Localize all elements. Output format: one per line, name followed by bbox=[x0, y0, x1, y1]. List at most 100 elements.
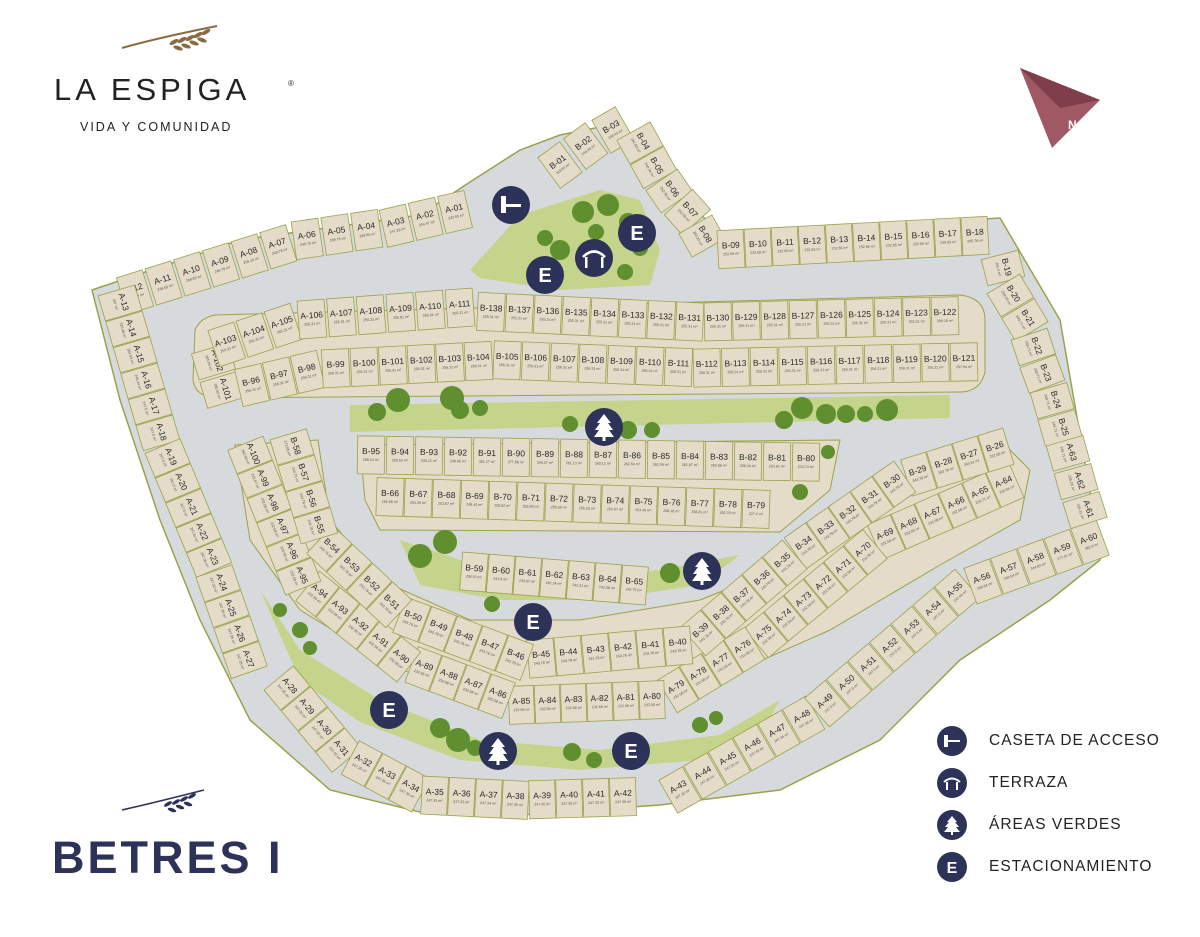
lot-parcel[interactable] bbox=[805, 506, 850, 555]
lot-parcel[interactable] bbox=[825, 661, 873, 709]
lot-parcel[interactable] bbox=[733, 441, 763, 481]
lot-parcel[interactable] bbox=[951, 435, 989, 481]
lot-parcel[interactable] bbox=[823, 545, 868, 592]
lot-parcel[interactable] bbox=[549, 342, 579, 383]
parking-icon[interactable]: E bbox=[514, 603, 552, 641]
lot-parcel[interactable] bbox=[849, 476, 895, 524]
lot-parcel[interactable] bbox=[741, 556, 788, 604]
lot-parcel[interactable] bbox=[297, 706, 345, 753]
lot-parcel[interactable] bbox=[685, 487, 715, 528]
lot-parcel[interactable] bbox=[680, 609, 726, 657]
lot-parcel[interactable] bbox=[555, 778, 584, 819]
lot-parcel[interactable] bbox=[783, 578, 828, 626]
lot-parcel[interactable] bbox=[890, 503, 930, 550]
lot-parcel[interactable] bbox=[902, 296, 931, 337]
lot-parcel[interactable] bbox=[762, 539, 808, 587]
lot-parcel[interactable] bbox=[443, 436, 473, 477]
lot-parcel[interactable] bbox=[906, 218, 936, 259]
lot-parcel[interactable] bbox=[770, 226, 800, 267]
lot-parcel[interactable] bbox=[349, 346, 380, 387]
lot-parcel[interactable] bbox=[656, 486, 687, 527]
lot-parcel[interactable] bbox=[376, 635, 422, 683]
tree-icon[interactable] bbox=[683, 552, 721, 590]
lot-parcel[interactable] bbox=[463, 341, 494, 382]
lot-parcel[interactable] bbox=[444, 287, 476, 329]
lot-parcel[interactable] bbox=[474, 778, 503, 819]
lot-parcel[interactable] bbox=[275, 557, 322, 596]
lot-parcel[interactable] bbox=[608, 630, 639, 672]
lot-parcel[interactable] bbox=[803, 562, 848, 609]
lot-parcel[interactable] bbox=[723, 626, 766, 673]
lot-parcel[interactable] bbox=[707, 737, 752, 786]
lot-parcel[interactable] bbox=[890, 605, 937, 654]
lot-parcel[interactable] bbox=[700, 592, 747, 639]
lot-parcel[interactable] bbox=[269, 428, 315, 466]
lot-parcel[interactable] bbox=[704, 440, 734, 481]
lot-parcel[interactable] bbox=[501, 437, 531, 477]
lot-parcel[interactable] bbox=[112, 336, 158, 374]
lot-parcel[interactable] bbox=[259, 224, 298, 270]
lot-parcel[interactable] bbox=[280, 686, 328, 732]
parking-icon[interactable]: E bbox=[370, 691, 408, 729]
lot-parcel[interactable] bbox=[459, 551, 489, 593]
lot-parcel[interactable] bbox=[619, 564, 649, 606]
lot-parcel[interactable] bbox=[713, 488, 743, 528]
lot-parcel[interactable] bbox=[516, 481, 546, 522]
lot-parcel[interactable] bbox=[782, 695, 826, 744]
lot-parcel[interactable] bbox=[494, 634, 535, 681]
lot-parcel[interactable] bbox=[204, 589, 250, 628]
lot-parcel[interactable] bbox=[201, 242, 241, 288]
lot-parcel[interactable] bbox=[236, 460, 283, 499]
lot-parcel[interactable] bbox=[562, 122, 609, 170]
lot-parcel[interactable] bbox=[431, 478, 461, 519]
